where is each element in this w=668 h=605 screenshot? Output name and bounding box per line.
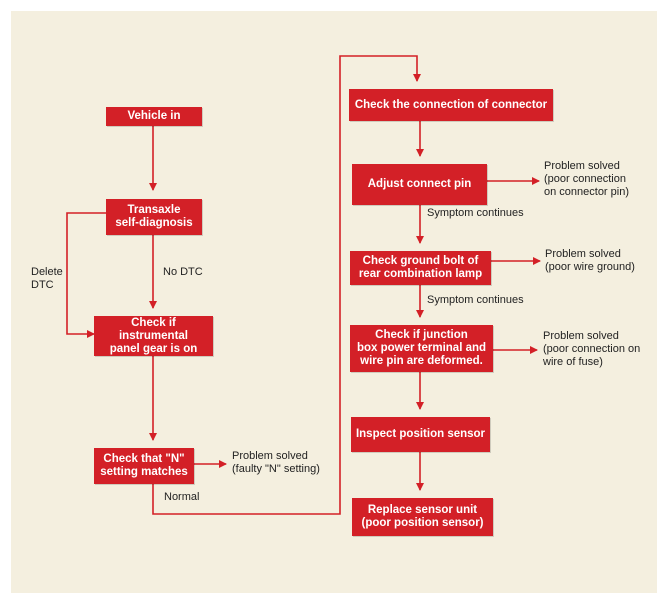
- step-replace-sensor: Replace sensor unit (poor position senso…: [352, 498, 493, 536]
- label-normal: Normal: [164, 491, 200, 503]
- outcome-poor-connection-fuse: Problem solved (poor connection on wire …: [543, 330, 641, 368]
- step-junction-box: Check if junction box power terminal and…: [350, 325, 493, 372]
- step-adjust-pin: Adjust connect pin: [352, 164, 487, 205]
- outcome-poor-connection-pin: Problem solved (poor connection on conne…: [544, 160, 629, 198]
- label-delete-dtc: Delete DTC: [31, 266, 63, 291]
- outcome-poor-ground: Problem solved (poor wire ground): [545, 248, 635, 273]
- step-vehicle-in: Vehicle in: [106, 107, 202, 126]
- label-no-dtc: No DTC: [163, 266, 203, 278]
- step-instrument-panel: Check if instrumental panel gear is on: [94, 316, 213, 356]
- label-symptom-continues-1: Symptom continues: [427, 207, 524, 219]
- outcome-faulty-n: Problem solved (faulty "N" setting): [232, 450, 320, 475]
- step-ground-bolt: Check ground bolt of rear combination la…: [350, 251, 491, 285]
- arrow-delete-dtc: [66, 212, 106, 338]
- arrow-normal-path: [152, 55, 421, 515]
- label-symptom-continues-2: Symptom continues: [427, 294, 524, 306]
- step-check-connector: Check the connection of connector: [349, 89, 553, 121]
- step-n-setting: Check that "N" setting matches: [94, 448, 194, 484]
- step-self-diagnosis: Transaxle self-diagnosis: [106, 199, 202, 235]
- step-inspect-sensor: Inspect position sensor: [351, 417, 490, 452]
